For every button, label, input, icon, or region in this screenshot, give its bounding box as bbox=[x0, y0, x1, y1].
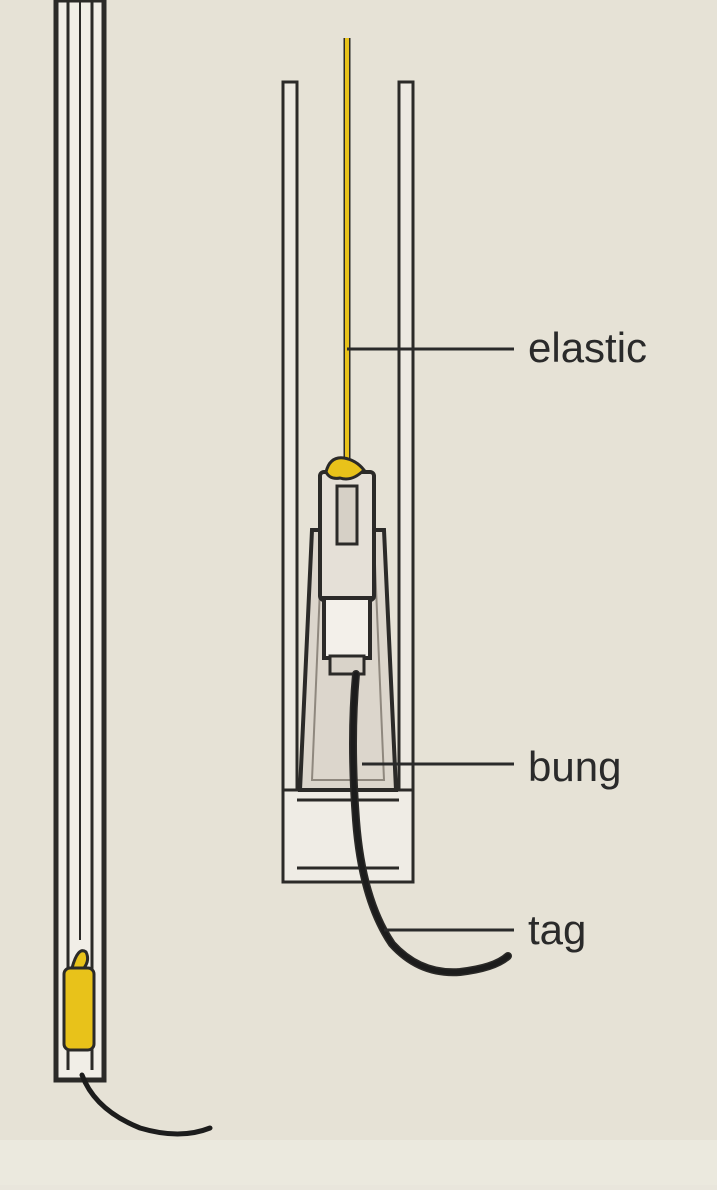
tag-cord-core bbox=[350, 671, 511, 975]
tube-wall-right bbox=[397, 80, 415, 884]
pole-section-full bbox=[53, 0, 213, 1137]
connector-slot bbox=[335, 484, 359, 546]
connector-lower-block bbox=[322, 596, 372, 660]
pole-section-cutaway bbox=[281, 38, 512, 977]
pole-base-knot bbox=[70, 949, 90, 970]
bung-label: bung bbox=[528, 743, 621, 790]
tag-label: tag bbox=[528, 906, 586, 953]
elastic-knot bbox=[324, 456, 367, 481]
connector-foot bbox=[328, 654, 366, 676]
tube-wall-left bbox=[281, 80, 299, 884]
bottom-strip bbox=[0, 1140, 717, 1185]
elastic-label: elastic bbox=[528, 324, 647, 371]
pole-base-cord bbox=[79, 1072, 213, 1137]
pole-base-connector bbox=[62, 966, 96, 1052]
labels: elastic bung tag bbox=[347, 324, 647, 953]
